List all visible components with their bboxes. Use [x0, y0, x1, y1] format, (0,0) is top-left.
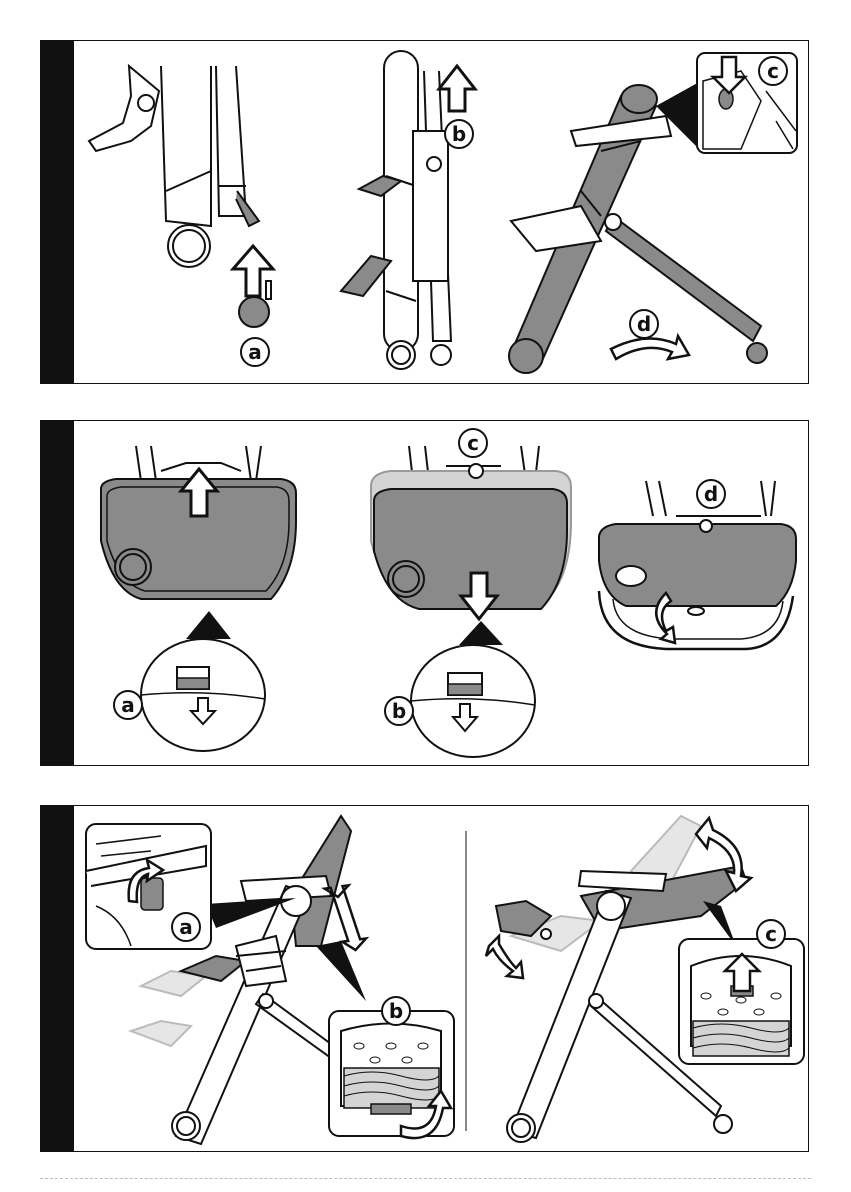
label-a-text: a [121, 693, 135, 717]
label-d-text: d [637, 312, 651, 336]
label-d-badge: d [630, 310, 658, 338]
detail-b-inset [411, 621, 535, 757]
label-a-badge: a [172, 913, 200, 941]
label-c-text: c [765, 922, 777, 946]
step-2-panel: a c b [40, 420, 809, 766]
label-b-text: b [452, 122, 466, 146]
step-3-panel: a b [40, 805, 809, 1152]
label-a-text: a [179, 915, 193, 939]
label-c-badge: c [757, 920, 785, 948]
detail-b-inset [316, 941, 454, 1138]
step-3-illustration: a b [41, 806, 810, 1153]
step-1-panel: a b [40, 40, 809, 384]
label-d-text: d [704, 482, 718, 506]
folded-chair-figure [341, 51, 451, 369]
label-b-text: b [389, 999, 403, 1023]
label-d-badge: d [697, 480, 725, 508]
step-2-illustration: a c b [41, 421, 810, 767]
label-c-badge: c [759, 57, 787, 85]
label-c-badge: c [459, 429, 487, 457]
label-c-text: c [467, 431, 479, 455]
label-a-badge: a [241, 338, 269, 366]
folded-chair-legs-figure [89, 66, 259, 267]
detail-a-inset [141, 611, 265, 751]
label-c-text: c [767, 59, 779, 83]
rotate-arrow-icon [611, 336, 689, 359]
label-b-badge: b [385, 697, 413, 725]
label-a-text: a [248, 340, 262, 364]
curved-double-arrow-icon [486, 936, 523, 978]
label-b-text: b [392, 699, 406, 723]
detail-c-inset [679, 901, 804, 1064]
tray-rotated-figure [599, 481, 796, 649]
label-a-badge: a [114, 691, 142, 719]
arrow-up-icon [439, 66, 475, 111]
label-b-badge: b [382, 997, 410, 1025]
page-bottom-rule [40, 1178, 811, 1179]
step-1-illustration: a b [41, 41, 810, 385]
label-b-badge: b [445, 120, 473, 148]
